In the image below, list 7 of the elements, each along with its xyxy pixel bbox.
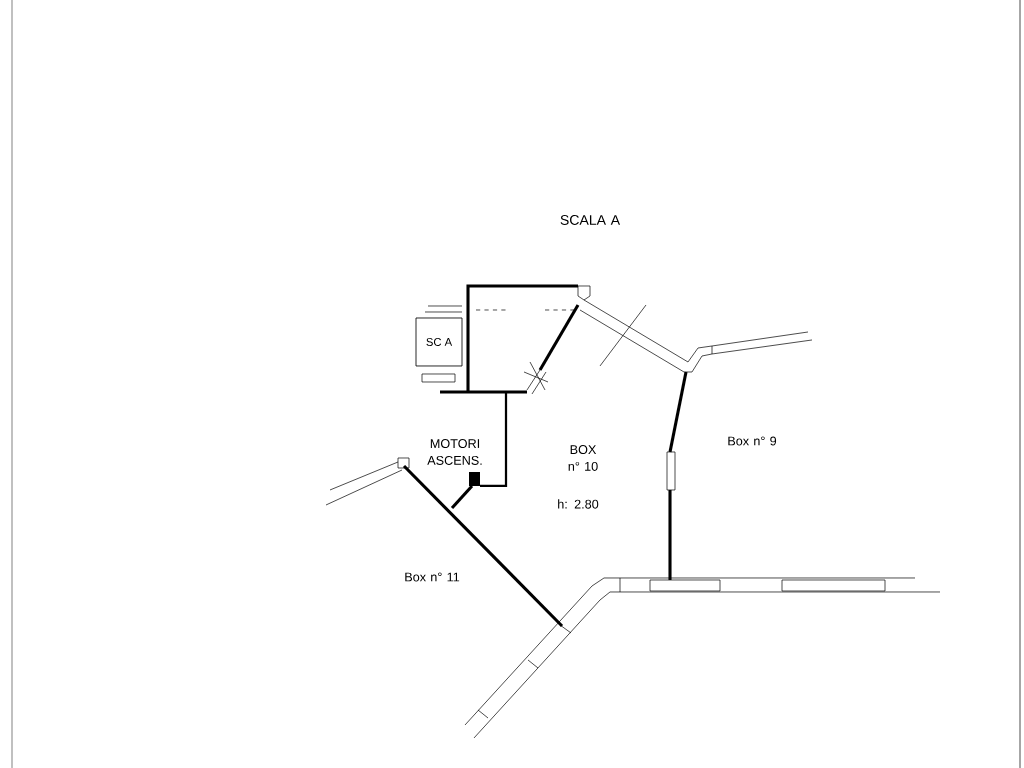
stair-box: SC A <box>415 317 463 367</box>
room-label: Box n° 11 <box>405 572 460 582</box>
room-label: BOX n° 10 <box>568 445 598 471</box>
room-label: SCALA A <box>560 215 621 225</box>
room-label: Box n° 9 <box>728 436 777 446</box>
room-label: h: 2.80 <box>558 499 599 509</box>
room-label: MOTORI ASCENS. <box>427 439 482 465</box>
